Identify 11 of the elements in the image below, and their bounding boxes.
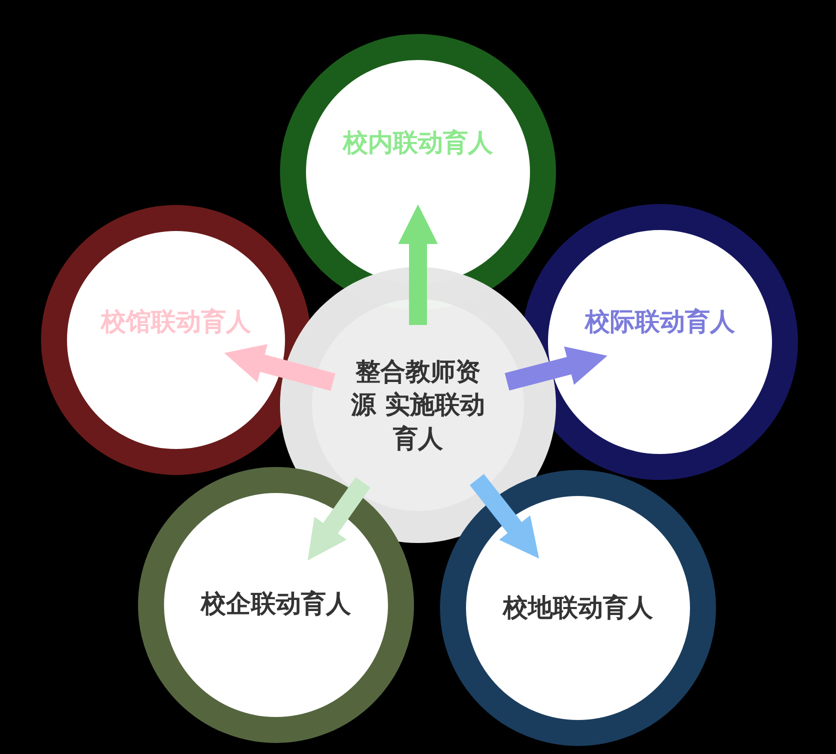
arrow — [470, 474, 540, 559]
arrow — [504, 346, 608, 391]
arrow — [308, 477, 370, 560]
node-label: 校内联动育人 — [343, 127, 493, 159]
node-label: 校地联动育人 — [503, 592, 653, 624]
node-label: 整合教师资源 实施联动育人 — [350, 356, 486, 455]
node-label: 校企联动育人 — [201, 588, 351, 620]
arrow — [224, 344, 336, 391]
node-label: 校际联动育人 — [585, 306, 735, 338]
arrow — [398, 204, 438, 325]
node-label: 校馆联动育人 — [101, 306, 251, 338]
